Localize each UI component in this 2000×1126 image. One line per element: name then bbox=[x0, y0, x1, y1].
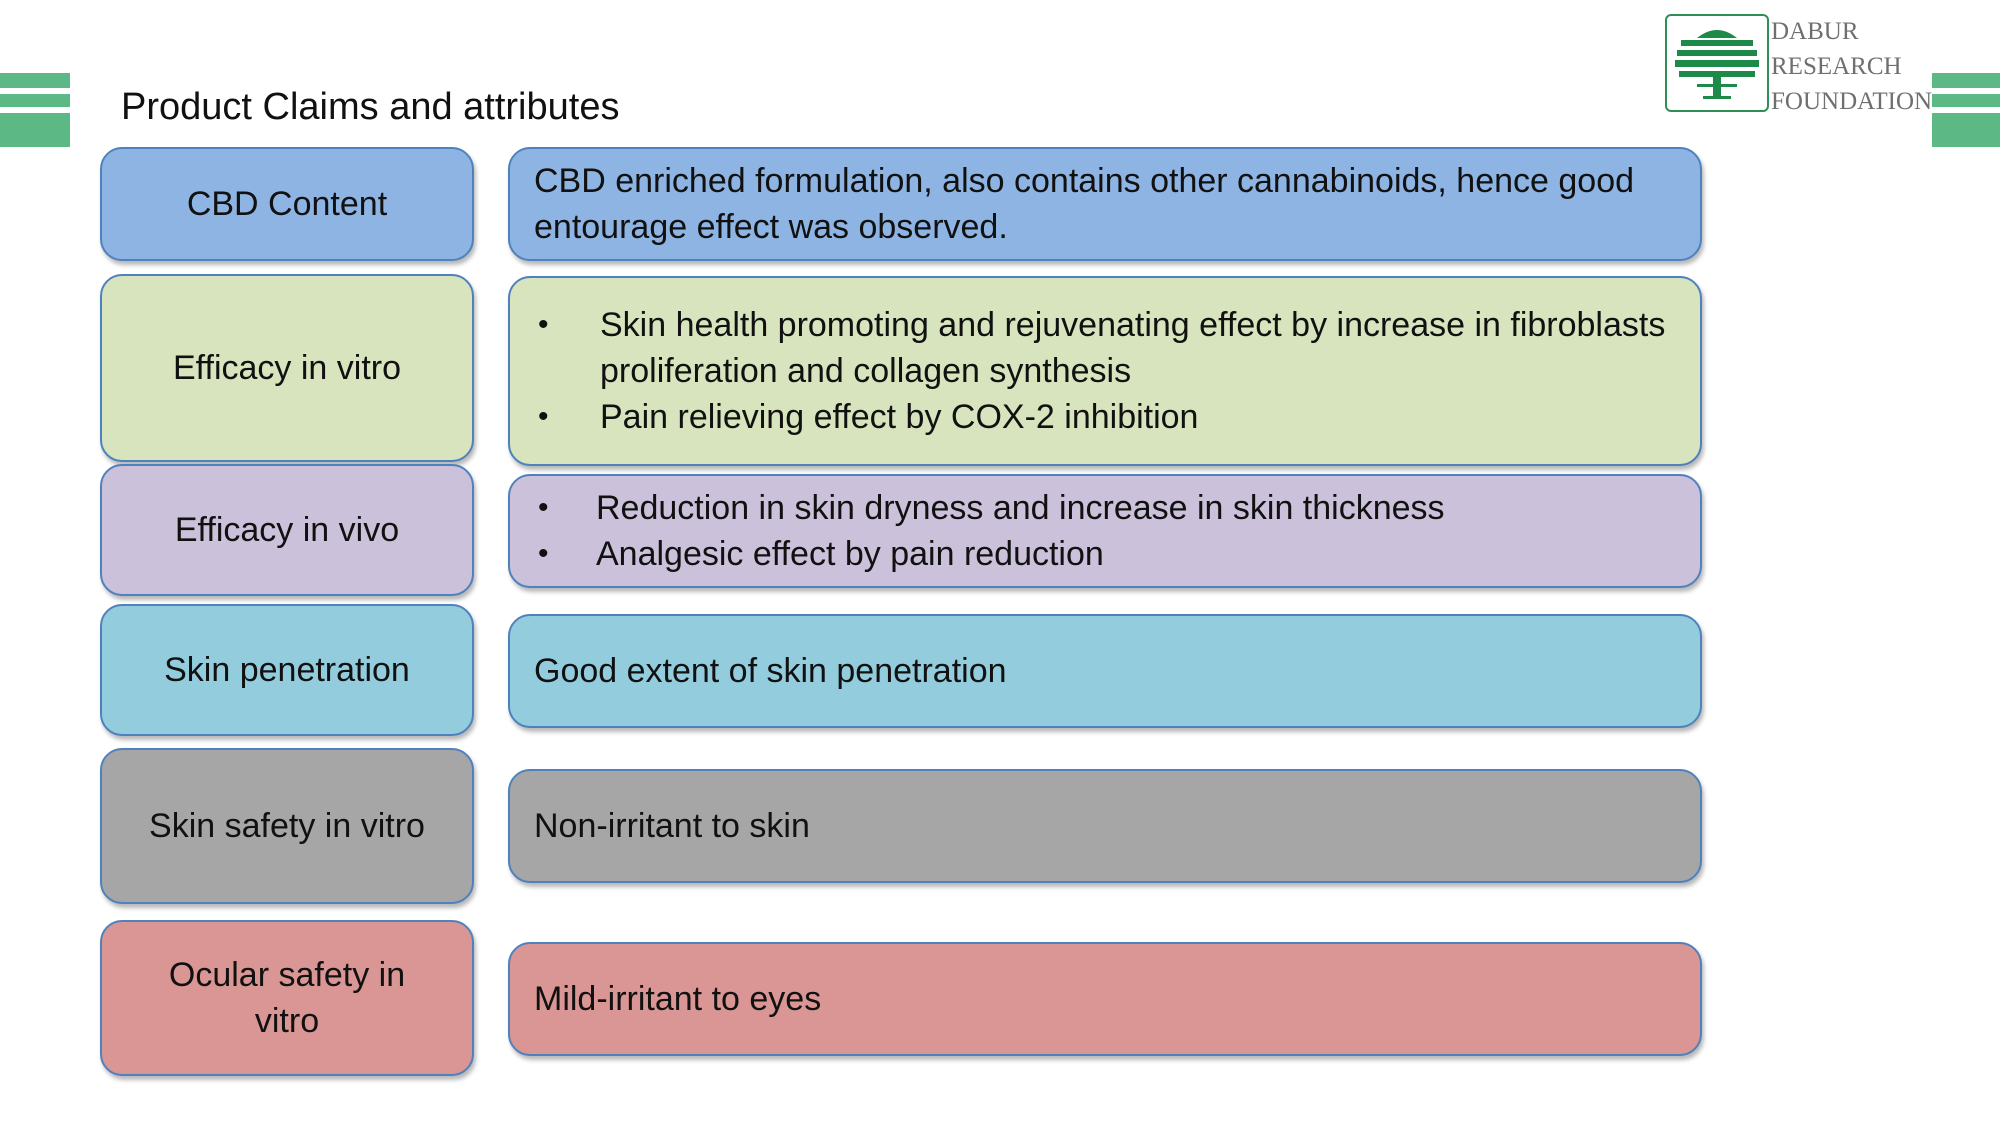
claim-label-efficacy-in-vivo: Efficacy in vivo bbox=[100, 464, 474, 596]
claim-bullet: Skin health promoting and rejuvenating e… bbox=[534, 302, 1678, 394]
claim-desc-ocular-safety-in-vitro: Mild-irritant to eyes bbox=[508, 942, 1702, 1056]
claim-label-text: Efficacy in vivo bbox=[174, 511, 400, 549]
claim-label-ocular-safety-in-vitro: Ocular safety in vitro bbox=[100, 920, 474, 1076]
claim-desc-efficacy-in-vivo: Reduction in skin dryness and increase i… bbox=[508, 474, 1702, 588]
claim-desc-text: Mild-irritant to eyes bbox=[534, 980, 822, 1018]
claim-label-text: CBD Content bbox=[186, 185, 388, 223]
claim-desc-text: Good extent of skin penetration bbox=[534, 652, 1007, 690]
claim-bullet: Pain relieving effect by COX-2 inhibitio… bbox=[534, 394, 1678, 440]
claim-label-text: Skin penetration bbox=[164, 651, 410, 689]
claim-desc-skin-penetration: Good extent of skin penetration bbox=[508, 614, 1702, 728]
logo-line-1: DABUR bbox=[1771, 18, 1859, 45]
claim-bullet-list: Reduction in skin dryness and increase i… bbox=[534, 485, 1678, 577]
right-decorative-bars bbox=[1932, 73, 2000, 147]
claim-label-efficacy-in-vitro: Efficacy in vitro bbox=[100, 274, 474, 462]
claim-desc-cbd-content: CBD enriched formulation, also contains … bbox=[508, 147, 1702, 261]
claim-desc-skin-safety-in-vitro: Non-irritant to skin bbox=[508, 769, 1702, 883]
claim-label-cbd-content: CBD Content bbox=[100, 147, 474, 261]
dabur-research-foundation-logo: DABUR RESEARCH FOUNDATION bbox=[1665, 14, 1932, 115]
claim-label-text: Ocular safety in vitro bbox=[168, 956, 406, 1040]
left-decorative-bars bbox=[0, 73, 70, 147]
claim-bullet: Reduction in skin dryness and increase i… bbox=[534, 485, 1678, 531]
banyan-tree-icon bbox=[1675, 30, 1759, 99]
claim-bullet-list: Skin health promoting and rejuvenating e… bbox=[534, 302, 1678, 440]
claim-label-skin-penetration: Skin penetration bbox=[100, 604, 474, 736]
logo-wordmark: DABUR RESEARCH FOUNDATION bbox=[1771, 14, 1932, 119]
claim-label-text: Skin safety in vitro bbox=[149, 807, 425, 845]
claim-label-skin-safety-in-vitro: Skin safety in vitro bbox=[100, 748, 474, 904]
claim-desc-efficacy-in-vitro: Skin health promoting and rejuvenating e… bbox=[508, 276, 1702, 466]
slide-title: Product Claims and attributes bbox=[121, 86, 620, 128]
claim-desc-text: CBD enriched formulation, also contains … bbox=[534, 162, 1635, 246]
logo-emblem bbox=[1665, 14, 1769, 112]
claim-desc-text: Non-irritant to skin bbox=[534, 807, 810, 845]
logo-line-3: FOUNDATION bbox=[1771, 88, 1933, 115]
logo-line-2: RESEARCH bbox=[1771, 53, 1902, 80]
claim-label-text: Efficacy in vitro bbox=[172, 349, 401, 387]
claim-bullet: Analgesic effect by pain reduction bbox=[534, 531, 1678, 577]
